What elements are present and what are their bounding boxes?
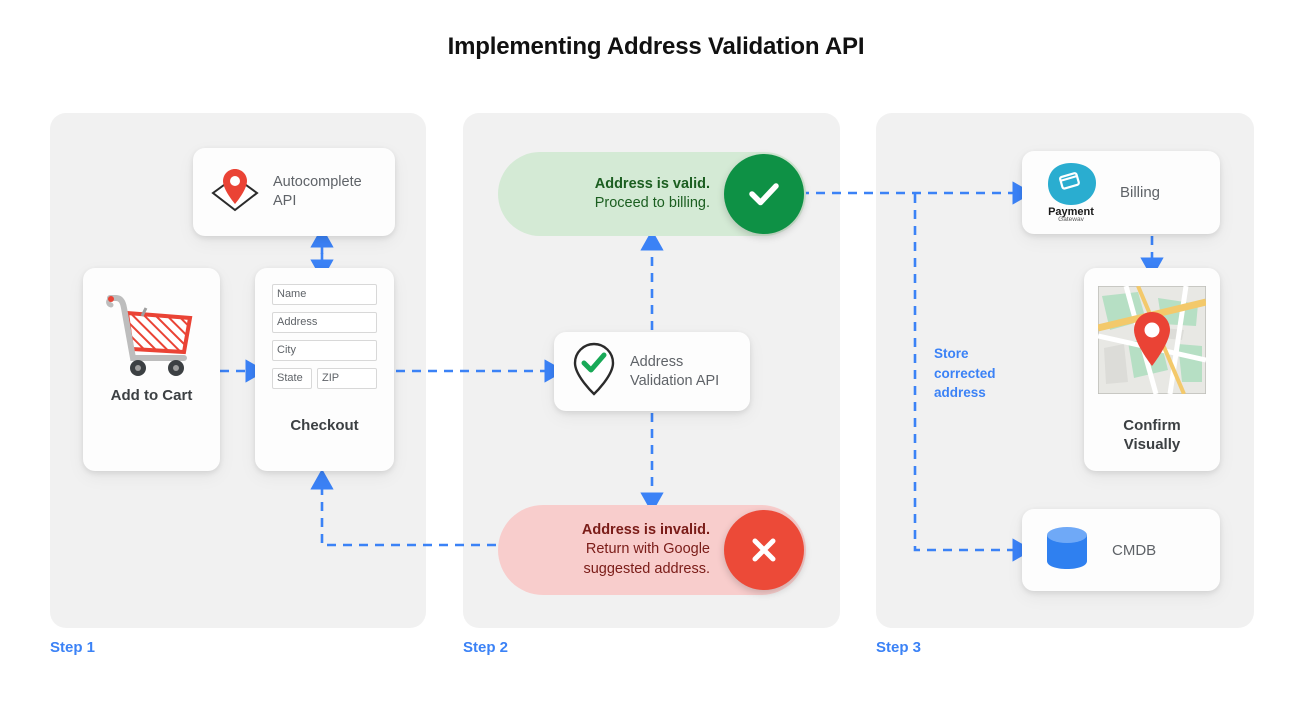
autocomplete-api-card[interactable]: Autocomplete API [193, 148, 395, 236]
address-validation-api-label: Address Validation API [630, 353, 720, 389]
svg-text:Payment: Payment [1048, 206, 1094, 218]
state-field[interactable]: State [272, 368, 312, 389]
address-valid-text: Address is valid. Proceed to billing. [595, 175, 724, 214]
check-circle-icon [724, 154, 804, 234]
address-invalid-detail-2: suggested address. [583, 560, 710, 577]
step-1-label: Step 1 [50, 639, 96, 656]
autocomplete-api-label: Autocomplete API [273, 174, 362, 209]
shopping-cart-icon [83, 286, 220, 378]
map-thumbnail-icon [1084, 286, 1220, 394]
page-title: Implementing Address Validation API [447, 33, 865, 60]
svg-text:Gateway: Gateway [1058, 216, 1084, 221]
address-field[interactable]: Address [272, 312, 377, 333]
address-invalid-detail-1: Return with Google [585, 541, 710, 558]
add-to-cart-caption: Add to Cart [110, 387, 193, 404]
address-valid-heading: Address is valid. [594, 175, 710, 192]
state-zip-row: State ZIP [272, 368, 377, 389]
map-pin-red-icon [207, 165, 263, 220]
zip-field[interactable]: ZIP [317, 368, 377, 389]
address-valid-pill: Address is valid. Proceed to billing. [498, 152, 806, 236]
step-3-label: Step 3 [876, 639, 922, 656]
name-field[interactable]: Name [272, 284, 377, 305]
step-2-label: Step 2 [463, 639, 509, 656]
database-icon [1042, 523, 1094, 578]
confirm-visually-card[interactable]: Confirm Visually [1084, 268, 1220, 471]
billing-card[interactable]: Payment Gateway Billing [1022, 151, 1220, 234]
store-corrected-address-label: Store corrected address [934, 346, 996, 400]
close-circle-icon [724, 510, 804, 590]
checkout-form: Name Address City State ZIP [272, 284, 377, 389]
address-invalid-heading: Address is invalid. [581, 521, 710, 538]
checkout-card[interactable]: Name Address City State ZIP Checkout [255, 268, 394, 471]
cmdb-card[interactable]: CMDB [1022, 509, 1220, 591]
pin-check-icon [570, 340, 618, 403]
address-invalid-text: Address is invalid. Return with Google s… [582, 521, 724, 580]
confirm-visually-caption: Confirm Visually [1123, 417, 1181, 453]
address-valid-detail: Proceed to billing. [594, 195, 710, 211]
add-to-cart-card[interactable]: Add to Cart [83, 268, 220, 471]
payment-gateway-icon: Payment Gateway [1038, 159, 1104, 226]
billing-label: Billing [1120, 184, 1161, 201]
city-field[interactable]: City [272, 340, 377, 361]
cmdb-label: CMDB [1112, 541, 1157, 559]
address-invalid-pill: Address is invalid. Return with Google s… [498, 505, 806, 595]
checkout-caption: Checkout [290, 417, 359, 434]
address-validation-api-card[interactable]: Address Validation API [554, 332, 750, 411]
